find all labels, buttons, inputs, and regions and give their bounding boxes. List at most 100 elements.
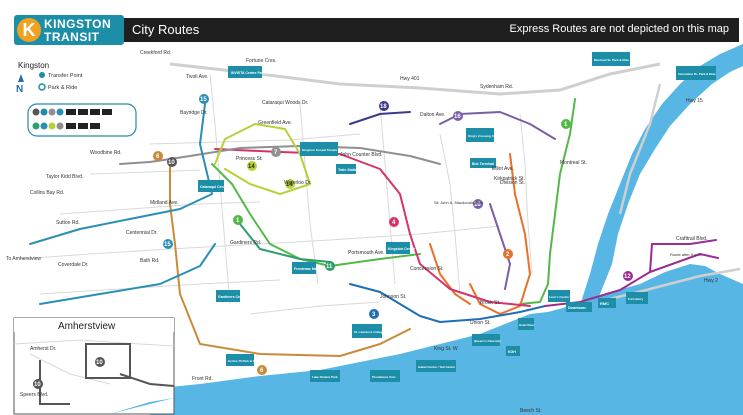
route-bullet-16: 16 — [453, 111, 463, 121]
svg-text:Elliot Ave.: Elliot Ave. — [492, 166, 514, 172]
water-east — [660, 282, 743, 344]
svg-text:15: 15 — [164, 242, 171, 248]
svg-text:Collins Bay Rd.: Collins Bay Rd. — [30, 190, 64, 196]
svg-text:Woodbine Rd.: Woodbine Rd. — [90, 150, 122, 156]
svg-text:4: 4 — [392, 220, 396, 226]
route-map[interactable]: Kingston N Transfer Point Park & Ride IN… — [0, 44, 743, 415]
svg-text:Cataraqui Centre: Cataraqui Centre — [200, 185, 228, 189]
svg-text:Hwy 15: Hwy 15 — [686, 98, 703, 104]
svg-text:6: 6 — [260, 368, 264, 374]
route-bullet-1: 1 — [561, 119, 571, 129]
svg-text:Providence Care: Providence Care — [372, 375, 396, 379]
svg-text:Montreal St.: Montreal St. — [560, 160, 587, 166]
route-bullet-12: 12 — [623, 271, 633, 281]
logo-line1: KINGSTON — [44, 17, 112, 31]
route-bullet-15b: 15 — [163, 239, 173, 249]
route-bullet-14b: 14 — [285, 179, 295, 189]
logo-line2: TRANSIT — [44, 30, 100, 44]
north-arrow-shape-icon — [18, 74, 24, 82]
legend: Kingston N Transfer Point Park & Ride — [16, 61, 83, 95]
svg-text:St. Lawrence College: St. Lawrence College — [354, 330, 385, 334]
svg-text:Creekford Rd.: Creekford Rd. — [140, 50, 171, 56]
route-12b-line — [649, 239, 717, 273]
amherstview-inset[interactable]: Amherstview 10 10 Amherst Dr. Speers Blv… — [13, 317, 175, 415]
route-bullet-6: 6 — [153, 151, 163, 161]
svg-text:Brock St.: Brock St. — [480, 300, 500, 306]
hub-kings-crossing: King's Crossing Centre — [466, 128, 502, 142]
svg-text:Union St.: Union St. — [470, 320, 491, 326]
svg-text:6: 6 — [156, 154, 160, 160]
svg-text:16: 16 — [454, 114, 461, 120]
svg-text:Hotel Dieu: Hotel Dieu — [519, 323, 534, 327]
park-ride-icon — [38, 83, 46, 91]
svg-text:Bath Rd.: Bath Rd. — [140, 258, 159, 264]
hub-markers[interactable]: INVISTA Centre Park & Ride Cataraqui Cen… — [198, 52, 716, 382]
hub-hotel-dieu: Hotel Dieu — [518, 318, 534, 330]
route-2b-line — [429, 243, 471, 305]
route-bullet-3: 3 — [369, 309, 379, 319]
inset-title: Amherstview — [58, 321, 116, 332]
svg-text:Queen's University: Queen's University — [474, 339, 501, 343]
svg-text:Sutton Rd.: Sutton Rd. — [56, 220, 80, 226]
svg-text:Greenfield Ave.: Greenfield Ave. — [258, 120, 292, 126]
svg-text:18: 18 — [380, 104, 387, 110]
svg-text:Centre 70 Park & Ride: Centre 70 Park & Ride — [228, 359, 260, 363]
svg-text:10: 10 — [96, 360, 103, 366]
hub-queens-university: Queen's University — [472, 334, 501, 346]
svg-text:Princess St.: Princess St. — [236, 156, 263, 162]
hub-kingston-gospel-temple: Kingston Gospel Temple Park & Ride — [300, 142, 355, 156]
title-bar: City Routes Express Routes are not depic… — [124, 18, 739, 42]
kingston-transit-logo[interactable]: K KINGSTON TRANSIT — [14, 15, 124, 45]
hub-frontenac-mall: Frontenac Mall — [292, 262, 319, 274]
route-3-line — [349, 283, 546, 323]
svg-text:12: 12 — [624, 274, 631, 280]
svg-text:Crafttrail Blvd.: Crafttrail Blvd. — [676, 236, 707, 242]
legend-city: Kingston — [18, 61, 49, 70]
legend-transfer-point: Transfer Point — [48, 73, 83, 79]
svg-text:Amherst Dr.: Amherst Dr. — [30, 346, 56, 352]
street-labels: Creekford Rd. Fortune Cres. Tivoli Ave. … — [6, 50, 718, 414]
water-cataraqui-river — [582, 44, 743, 314]
svg-text:Coverdale Dr.: Coverdale Dr. — [58, 262, 89, 268]
hub-kgh: KGH — [506, 346, 520, 356]
svg-text:Leon's Centre: Leon's Centre — [549, 295, 569, 299]
svg-text:Kingston Centre: Kingston Centre — [388, 247, 415, 251]
svg-text:RMC: RMC — [600, 301, 609, 306]
svg-text:Downtown: Downtown — [568, 306, 586, 310]
svg-text:10: 10 — [34, 382, 41, 388]
svg-text:Taylor Kidd Blvd.: Taylor Kidd Blvd. — [46, 174, 83, 180]
water-bay — [600, 324, 660, 364]
svg-text:John Counter Blvd.: John Counter Blvd. — [340, 152, 383, 158]
cataraqui-woods-transfer-box[interactable] — [27, 103, 137, 137]
route-7-line — [119, 145, 441, 165]
route-6-line — [169, 163, 411, 357]
hub-rmc: RMC — [598, 298, 616, 308]
svg-text:14: 14 — [248, 164, 255, 170]
svg-text:King's Crossing Centre: King's Crossing Centre — [468, 134, 502, 138]
svg-text:Innovation Dr. Park & Ride: Innovation Dr. Park & Ride — [678, 72, 716, 76]
svg-text:Division St.: Division St. — [500, 180, 525, 186]
hub-providence-care: Providence Care — [370, 370, 400, 382]
svg-text:11: 11 — [326, 264, 333, 270]
svg-text:Sir John A. Macdonald Blvd.: Sir John A. Macdonald Blvd. — [434, 200, 484, 205]
hub-montreal-st: Montreal St. Park & Ride — [592, 52, 630, 66]
route-15b-line — [39, 243, 216, 305]
svg-text:3: 3 — [372, 312, 376, 318]
hub-train-station: Train Station — [336, 164, 359, 174]
svg-text:1: 1 — [236, 218, 240, 224]
hub-downtown: Downtown — [566, 302, 592, 312]
highway-401 — [169, 62, 661, 96]
hub-st-lawrence-college: St. Lawrence College — [352, 324, 385, 338]
route-bullet-7: 7 — [271, 147, 281, 157]
hub-lake-ontario-park: Lake Ontario Park — [310, 370, 340, 382]
hub-innovation-dr: Innovation Dr. Park & Ride — [676, 66, 716, 80]
svg-text:Concession St.: Concession St. — [410, 266, 444, 272]
svg-text:Kirkpatrick St.: Kirkpatrick St. — [494, 176, 525, 182]
svg-text:INVISTA Centre Park & Ride: INVISTA Centre Park & Ride — [231, 71, 277, 75]
svg-text:Midland Ave.: Midland Ave. — [150, 200, 179, 206]
route-bullets[interactable]: 15 15 6 10 7 14 14 4 16 16 2 1 1 12 3 11… — [153, 94, 633, 375]
hub-invista-centre: INVISTA Centre Park & Ride — [228, 66, 277, 78]
svg-text:Cataraqui Woods Dr.: Cataraqui Woods Dr. — [262, 100, 308, 106]
svg-text:Lake Ontario Park: Lake Ontario Park — [312, 375, 338, 379]
logo-k-icon: K — [17, 18, 41, 42]
